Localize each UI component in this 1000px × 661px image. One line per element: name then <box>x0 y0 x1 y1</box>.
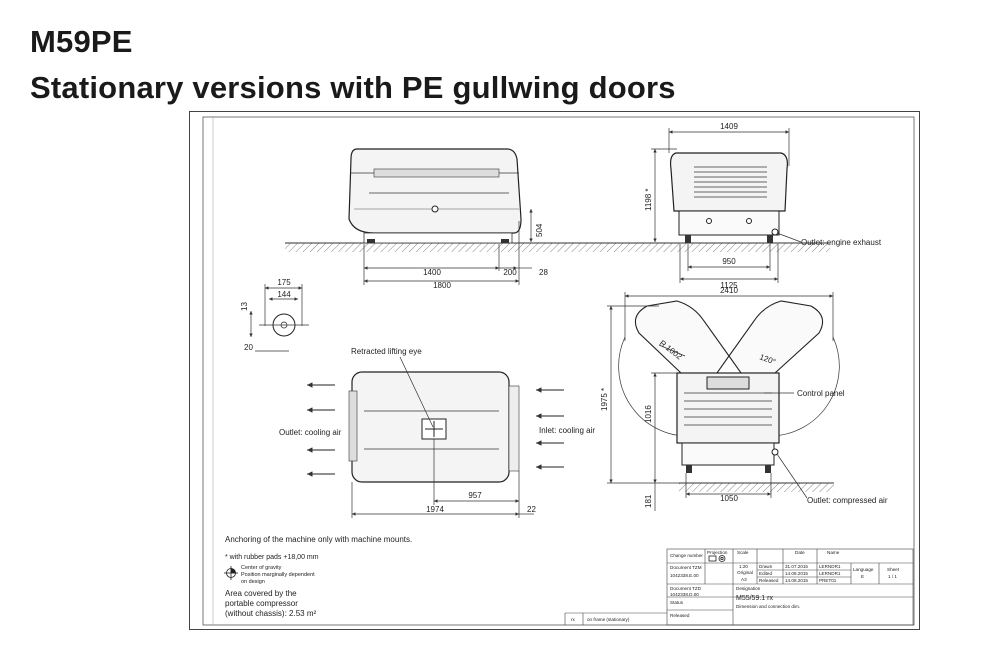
note-rubber-pads: * with rubber pads +18,00 mm <box>225 554 319 561</box>
dim-side-200: 200 <box>503 268 517 277</box>
center-of-gravity-symbol <box>224 566 238 580</box>
dim-open-181: 181 <box>644 494 653 508</box>
cooling-air-arrows <box>307 382 564 477</box>
projection-symbol <box>708 555 726 562</box>
label-cooling-outlet: Outlet: cooling air <box>279 428 342 437</box>
dim-top-length: 1974 <box>426 505 444 514</box>
label-compressed-air: Outlet: compressed air <box>807 496 888 505</box>
dim-front-1125: 1125 <box>720 281 738 290</box>
svg-text:Date: Date <box>795 550 805 555</box>
svg-text:Status: Status <box>670 600 684 605</box>
technical-drawing: 1400 200 28 1800 504 1409 1198 * 950 <box>189 111 920 630</box>
front-dimensions <box>651 128 802 283</box>
dim-mount-175: 175 <box>277 278 291 287</box>
svg-text:Language: Language <box>853 567 874 572</box>
svg-text:Sheet: Sheet <box>887 567 900 572</box>
svg-text:Designation: Designation <box>736 586 761 591</box>
dim-top-cg: 957 <box>468 491 482 500</box>
title-block-text: Change number Projection Scale 1:20 Date… <box>571 550 900 622</box>
side-view <box>285 148 830 252</box>
dim-side-height: 504 <box>535 223 544 237</box>
dim-side-mount: 1400 <box>423 268 441 277</box>
dim-open-1050: 1050 <box>720 494 738 503</box>
note-cg-2: Position marginally dependent <box>241 572 315 578</box>
svg-text:E: E <box>861 574 864 579</box>
note-area-1: Area covered by the <box>225 589 297 598</box>
svg-text:A3: A3 <box>741 577 747 582</box>
svg-text:LERNDR1: LERNDR1 <box>819 564 841 569</box>
svg-text:Drawn: Drawn <box>759 564 773 569</box>
dim-front-width: 1409 <box>720 122 738 131</box>
note-area-2: portable compressor <box>225 599 298 608</box>
title-block <box>564 548 914 626</box>
label-control-panel: Control panel <box>797 389 845 398</box>
note-anchoring: Anchoring of the machine only with machi… <box>225 535 412 544</box>
svg-text:LERNDR1: LERNDR1 <box>819 571 841 576</box>
page-title: M59PE <box>30 24 133 59</box>
svg-text:on frame (stationary): on frame (stationary) <box>587 617 630 622</box>
svg-text:Document TZM: Document TZM <box>670 565 702 570</box>
svg-text:Edited: Edited <box>759 571 772 576</box>
svg-text:14.08.2015: 14.08.2015 <box>785 571 808 576</box>
svg-text:1042338.E.00: 1042338.E.00 <box>670 573 699 578</box>
svg-text:Released: Released <box>670 613 690 618</box>
dim-mount-144: 144 <box>277 290 291 299</box>
open-dimensions <box>607 292 834 511</box>
top-view <box>348 356 520 483</box>
svg-text:1042338.D.00: 1042338.D.00 <box>670 592 699 597</box>
top-dimensions <box>351 439 534 518</box>
svg-text:Scale: Scale <box>737 550 749 555</box>
dim-front-950: 950 <box>722 257 736 266</box>
title-block-designation: M55/59.1 rx <box>736 595 773 602</box>
label-engine-exhaust: Outlet: engine exhaust <box>801 238 882 247</box>
svg-text:14.08.2015: 14.08.2015 <box>785 578 808 583</box>
page-subtitle: Stationary versions with PE gullwing doo… <box>30 70 676 105</box>
dim-open-height: 1975 * <box>600 388 609 411</box>
open-doors-view <box>618 300 840 492</box>
svg-text:Dimension and connection dim.: Dimension and connection dim. <box>736 604 800 609</box>
svg-text:Document TZD: Document TZD <box>670 586 702 591</box>
front-view <box>669 152 788 243</box>
svg-text:Projection: Projection <box>707 550 728 555</box>
dim-side-28: 28 <box>539 268 548 277</box>
svg-text:Change number: Change number <box>670 553 703 558</box>
dim-side-length: 1800 <box>433 281 451 290</box>
note-area-3: (without chassis): 2.53 m² <box>225 609 316 618</box>
svg-text:Released: Released <box>759 578 779 583</box>
label-cooling-inlet: Inlet: cooling air <box>539 426 595 435</box>
svg-text:1 / 1: 1 / 1 <box>888 574 897 579</box>
label-lifting-eye: Retracted lifting eye <box>351 347 422 356</box>
dim-open-width: 2410 <box>720 286 738 295</box>
dim-top-22: 22 <box>527 505 536 514</box>
side-dimensions <box>363 209 533 285</box>
sheet-inner-frame <box>202 116 915 626</box>
svg-text:PRET01: PRET01 <box>819 578 837 583</box>
svg-text:rx: rx <box>571 617 576 622</box>
dim-mount-20: 20 <box>244 343 253 352</box>
dim-open-1016: 1016 <box>644 405 653 423</box>
svg-text:Original: Original <box>737 570 753 575</box>
dim-mount-13: 13 <box>240 302 249 311</box>
dim-front-height: 1198 * <box>644 188 653 211</box>
svg-text:31.07.2015: 31.07.2015 <box>785 564 808 569</box>
svg-text:1:20: 1:20 <box>739 564 748 569</box>
svg-text:Name: Name <box>827 550 840 555</box>
mount-detail <box>249 284 309 352</box>
note-cg-1: Center of gravity <box>241 565 282 571</box>
note-cg-3: on design <box>241 579 265 585</box>
sheet-border <box>189 111 920 630</box>
